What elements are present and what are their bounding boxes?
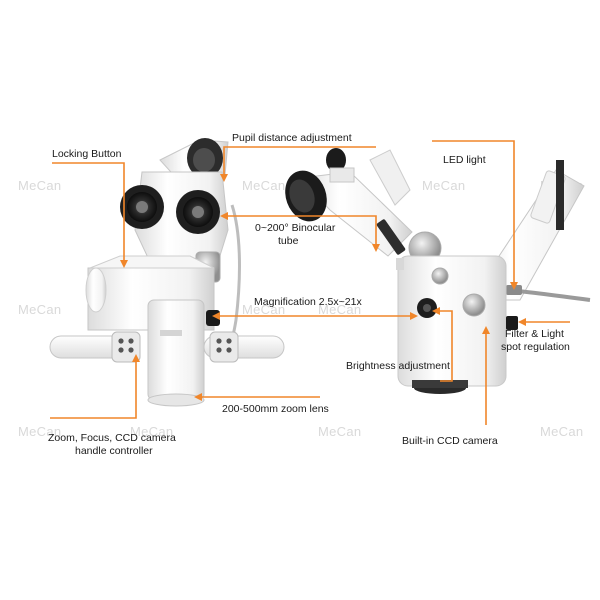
arrow-icon bbox=[372, 244, 380, 252]
right-handle-pad bbox=[209, 331, 239, 363]
leader-locking-button bbox=[52, 162, 125, 262]
label-binocular-tube-2: tube bbox=[278, 235, 299, 247]
label-brightness: Brightness adjustment bbox=[346, 360, 450, 372]
label-handle-controller-1: Zoom, Focus, CCD camera bbox=[48, 432, 176, 444]
leader-lines bbox=[50, 140, 570, 425]
arrow-icon bbox=[212, 312, 220, 320]
lens-barrel bbox=[147, 299, 205, 401]
right-microscope bbox=[285, 148, 591, 394]
label-pupil-distance: Pupil distance adjustment bbox=[232, 132, 352, 144]
watermark: MeCan bbox=[130, 424, 174, 439]
label-ccd-camera: Built-in CCD camera bbox=[402, 435, 498, 447]
label-binocular-tube-1: 0~200° Binocular bbox=[255, 222, 336, 234]
arrow-icon bbox=[482, 326, 490, 334]
leader-pupil-distance bbox=[223, 146, 376, 176]
arrow-icon bbox=[194, 393, 202, 401]
watermark: MeCan bbox=[318, 302, 362, 317]
arrow-icon bbox=[132, 354, 140, 362]
arrow-icon bbox=[518, 318, 526, 326]
filter-button bbox=[506, 316, 518, 330]
label-zoom-lens: 200-500mm zoom lens bbox=[222, 403, 329, 415]
arrow-icon bbox=[120, 260, 128, 268]
watermark: MeCan bbox=[242, 302, 286, 317]
leader-binocular-tube bbox=[224, 215, 377, 246]
arrow-icon bbox=[432, 307, 440, 315]
watermark: MeCan bbox=[18, 178, 62, 193]
arrow-icon bbox=[410, 312, 418, 320]
left-microscope bbox=[49, 138, 285, 407]
watermark: MeCan bbox=[422, 178, 466, 193]
label-led-light: LED light bbox=[443, 154, 486, 166]
watermark: MeCan bbox=[18, 302, 62, 317]
arrow-icon bbox=[220, 212, 228, 220]
watermark: MeCan bbox=[18, 424, 62, 439]
leader-arrows bbox=[120, 174, 526, 401]
watermark: MeCan bbox=[540, 424, 584, 439]
label-filter-light-2: spot regulation bbox=[501, 341, 570, 353]
leader-led-light bbox=[432, 140, 515, 284]
ccd-camera-knob bbox=[462, 293, 486, 317]
label-locking-button: Locking Button bbox=[52, 148, 122, 160]
label-handle-controller-2: handle controller bbox=[75, 445, 153, 457]
leader-handle-controller bbox=[50, 360, 137, 419]
watermark: MeCan bbox=[242, 178, 286, 193]
arrow-icon bbox=[510, 282, 518, 290]
watermark: MeCan bbox=[318, 424, 362, 439]
label-filter-light-1: Filter & Light bbox=[505, 328, 564, 340]
label-magnification: Magnification 2.5x~21x bbox=[254, 296, 362, 308]
arrow-icon bbox=[220, 174, 228, 182]
leader-brightness bbox=[436, 310, 453, 382]
